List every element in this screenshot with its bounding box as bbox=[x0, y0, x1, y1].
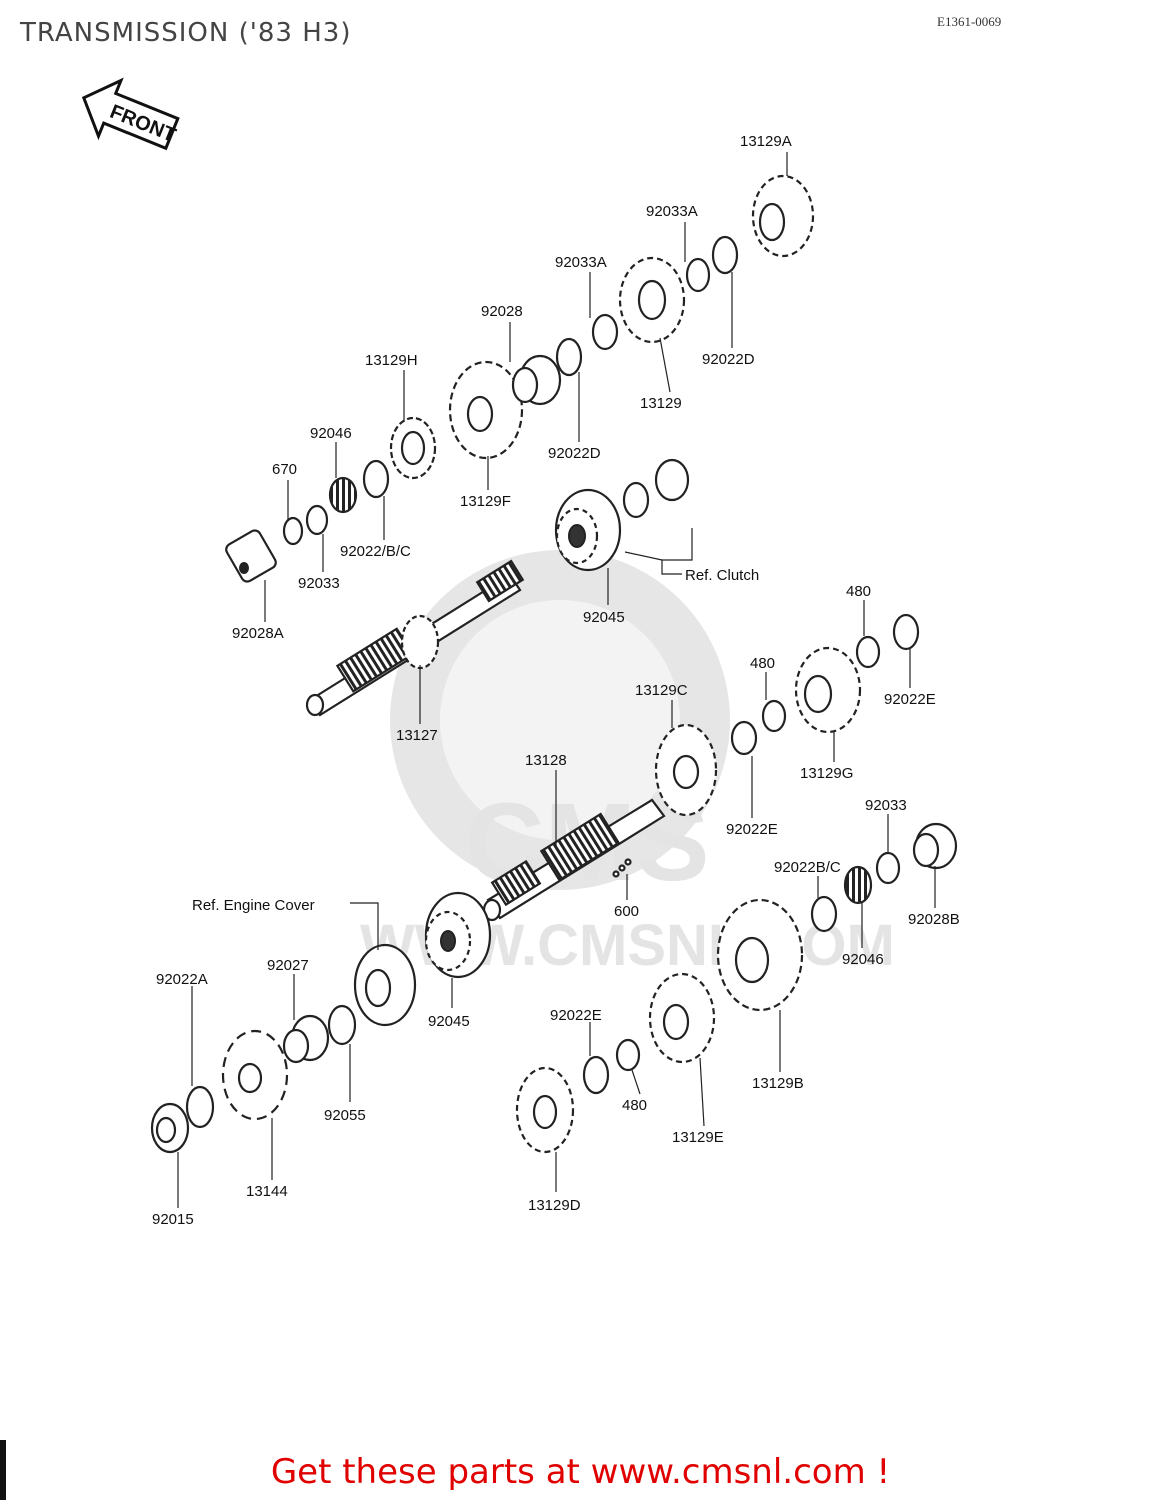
washer-92022BC-upper bbox=[362, 459, 390, 499]
washer-92022D-b bbox=[711, 235, 739, 275]
sprocket-13144 bbox=[221, 1029, 289, 1121]
washer-92022A bbox=[185, 1085, 215, 1129]
seal-upper-a bbox=[622, 481, 650, 519]
circlip-92033-upper bbox=[305, 504, 329, 536]
washer-670 bbox=[282, 516, 304, 546]
label-13129B: 13129B bbox=[752, 1075, 804, 1092]
spacer-92027 bbox=[282, 1014, 330, 1064]
label-92022A: 92022A bbox=[156, 971, 208, 988]
label-13128: 13128 bbox=[525, 752, 567, 769]
label-92022D-2: 92022D bbox=[548, 445, 601, 462]
washer-92022D-a bbox=[555, 337, 583, 377]
label-92022BC-2: 92022B/C bbox=[774, 859, 841, 876]
label-92033A-1: 92033A bbox=[646, 203, 698, 220]
label-92022E-3: 92022E bbox=[550, 1007, 602, 1024]
collar-92028A bbox=[225, 529, 277, 583]
bushing-92028 bbox=[511, 354, 562, 406]
label-13127: 13127 bbox=[396, 727, 438, 744]
front-arrow-icon: FRONT bbox=[81, 77, 180, 151]
label-ref-engine-cover: Ref. Engine Cover bbox=[192, 897, 315, 914]
label-13129E: 13129E bbox=[672, 1129, 724, 1146]
seal-upper-b bbox=[654, 458, 690, 502]
label-480-2: 480 bbox=[750, 655, 775, 672]
circlip-92033A-a bbox=[591, 313, 619, 351]
label-13129F: 13129F bbox=[460, 493, 511, 510]
label-92022BC-1: 92022/B/C bbox=[340, 543, 411, 560]
gear-13129 bbox=[618, 256, 686, 344]
gear-13129G bbox=[794, 646, 862, 734]
bearing-92045-upper bbox=[554, 488, 622, 572]
label-480-1: 480 bbox=[846, 583, 871, 600]
label-13129: 13129 bbox=[640, 395, 682, 412]
circlip-480-a bbox=[761, 699, 787, 733]
gear-13129F bbox=[448, 360, 524, 460]
exploded-parts-diagram: CMS WWW.CMSNL.COM FRONT bbox=[81, 77, 960, 1228]
label-92028: 92028 bbox=[481, 303, 523, 320]
diagram-code: E1361-0069 bbox=[937, 14, 1002, 29]
label-92022D-1: 92022D bbox=[702, 351, 755, 368]
footer-cta-link[interactable]: Get these parts at www.cmsnl.com ! bbox=[270, 1452, 891, 1492]
label-92022E-2: 92022E bbox=[726, 821, 778, 838]
label-92033A-2: 92033A bbox=[555, 254, 607, 271]
label-600: 600 bbox=[614, 903, 639, 920]
input-shaft-13127 bbox=[305, 559, 525, 717]
label-13144: 13144 bbox=[246, 1183, 288, 1200]
label-13129G: 13129G bbox=[800, 765, 853, 782]
label-92046-2: 92046 bbox=[842, 951, 884, 968]
washer-92022E-a bbox=[730, 720, 758, 756]
nut-92015 bbox=[150, 1102, 190, 1154]
gear-13129E bbox=[648, 972, 716, 1064]
label-13129C: 13129C bbox=[635, 682, 688, 699]
pins-600 bbox=[612, 858, 632, 878]
circlip-480-c bbox=[615, 1038, 641, 1072]
label-13129H: 13129H bbox=[365, 352, 418, 369]
gear-13129H bbox=[389, 416, 437, 480]
label-92033-2: 92033 bbox=[865, 797, 907, 814]
collar-92028B bbox=[912, 822, 958, 870]
seal-engine-cover bbox=[353, 943, 417, 1027]
oring-92055 bbox=[327, 1004, 357, 1046]
label-480-3: 480 bbox=[622, 1097, 647, 1114]
label-92045-1: 92045 bbox=[583, 609, 625, 626]
label-92027: 92027 bbox=[267, 957, 309, 974]
washer-92022E-b bbox=[892, 613, 920, 651]
circlip-92033A-b bbox=[685, 257, 711, 293]
bearing-92046-lower bbox=[843, 865, 873, 905]
gear-13129A bbox=[751, 174, 815, 258]
edge-mark bbox=[0, 1440, 6, 1500]
label-92045-2: 92045 bbox=[428, 1013, 470, 1030]
label-92022E-1: 92022E bbox=[884, 691, 936, 708]
label-ref-clutch: Ref. Clutch bbox=[685, 567, 759, 584]
bearing-92045-lower bbox=[424, 891, 492, 979]
bearing-92046-upper bbox=[328, 476, 358, 514]
circlip-480-b bbox=[855, 635, 881, 669]
output-shaft-13128 bbox=[482, 798, 666, 922]
label-670: 670 bbox=[272, 461, 297, 478]
label-13129A: 13129A bbox=[740, 133, 792, 150]
leader-lines bbox=[177, 152, 936, 1208]
gear-13129B bbox=[716, 898, 804, 1012]
gear-13129D bbox=[515, 1066, 575, 1154]
label-92015: 92015 bbox=[152, 1211, 194, 1228]
label-92055: 92055 bbox=[324, 1107, 366, 1124]
label-92028A: 92028A bbox=[232, 625, 284, 642]
label-13129D: 13129D bbox=[528, 1197, 581, 1214]
washer-92022BC-lower bbox=[810, 895, 838, 933]
circlip-92033-lower bbox=[875, 851, 901, 885]
washer-92022E-c bbox=[582, 1055, 610, 1095]
gear-13129C bbox=[654, 723, 718, 817]
label-92033-1: 92033 bbox=[298, 575, 340, 592]
label-92028B: 92028B bbox=[908, 911, 960, 928]
page-title: TRANSMISSION ('83 H3) bbox=[20, 18, 352, 48]
label-92046-1: 92046 bbox=[310, 425, 352, 442]
